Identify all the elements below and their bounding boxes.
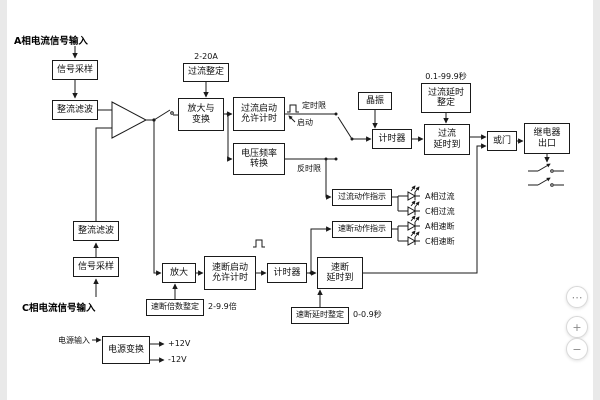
block-oc-delay-setting: 过流延时 整定 [421,83,471,113]
block-timer-oc: 计时器 [372,129,412,149]
block-timer-qb: 计时器 [267,263,307,283]
block-oc-setting: 过流整定 [183,63,229,82]
block-amplify: 放大 [162,263,196,283]
c-phase-qb-indicator-label: C相速断 [425,237,455,246]
c-phase-oc-indicator-label: C相过流 [425,207,455,216]
block-oc-action-indicator: 过流动作指示 [332,189,392,206]
block-qb-delay-setting: 速断延时整定 [291,307,349,324]
block-qb-action-indicator: 速断动作指示 [332,221,392,238]
block-amp-transform: 放大与 变换 [178,98,224,131]
qb-mult-range-label: 2-9.9倍 [208,302,237,311]
inverse-time-label: 反时限 [297,164,321,173]
widget-chat-button[interactable]: ⋯ [566,286,588,308]
oc-delay-range-label: 0.1-99.9秒 [425,72,467,81]
block-qb-mult-setting: 速断倍数整定 [146,299,204,316]
a-phase-input-label: A相电流信号输入 [14,36,88,47]
block-rect-filter-c: 整流滤波 [73,221,119,241]
widget-zoom-in-button[interactable]: + [566,316,588,338]
c-phase-input-label: C相电流信号输入 [22,303,96,314]
minus-12v-label: -12V [168,355,187,364]
block-qb-start-timing: 速断启动 允许计时 [204,256,256,290]
block-crystal: 晶振 [358,92,392,110]
power-input-label: 电源输入 [58,336,90,345]
block-power-transform: 电源变换 [102,336,150,364]
a-phase-oc-indicator-label: A相过流 [425,192,455,201]
start-label: 启动 [297,118,313,127]
block-vf-convert: 电压频率 转换 [233,143,285,175]
block-qb-delay-reached: 速断 延时到 [317,257,363,289]
definite-time-label: 定时限 [302,101,326,110]
plus-12v-label: +12V [168,339,191,348]
oc-setting-range-label: 2-20A [194,52,218,61]
qb-delay-range-label: 0-0.9秒 [353,310,382,319]
block-rect-filter-a: 整流滤波 [52,100,98,120]
block-or-gate: 或门 [487,131,517,151]
block-relay-out: 继电器 出口 [524,123,570,154]
a-phase-qb-indicator-label: A相速断 [425,222,455,231]
block-signal-sample-a: 信号采样 [52,60,98,80]
block-oc-delay-reached: 过流 延时到 [424,124,470,155]
widget-zoom-out-button[interactable]: − [566,338,588,360]
block-signal-sample-c: 信号采样 [73,257,119,277]
block-oc-start-timing: 过流启动 允许计时 [233,97,285,131]
